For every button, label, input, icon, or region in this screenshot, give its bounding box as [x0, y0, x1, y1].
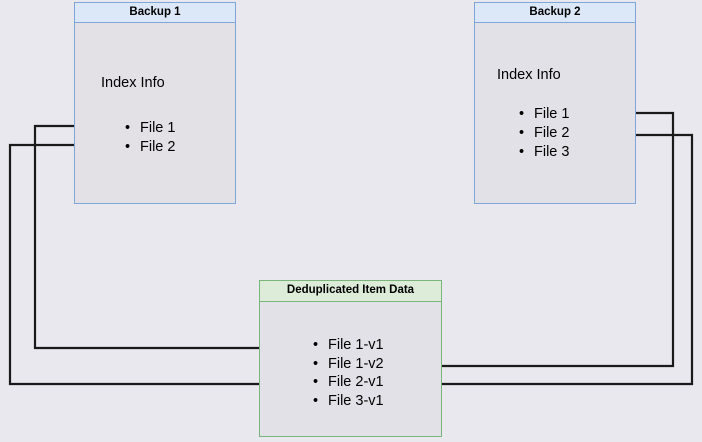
- node-dedup-file-list: File 1-v1 File 1-v2 File 2-v1 File 3-v1: [313, 336, 384, 410]
- node-backup1[interactable]: Backup 1 Index Info File 1 File 2: [74, 2, 236, 204]
- node-backup2-header: Backup 2: [475, 3, 635, 23]
- list-item: File 1-v1: [313, 336, 384, 355]
- node-deduplicated-item-data[interactable]: Deduplicated Item Data File 1-v1 File 1-…: [259, 280, 442, 437]
- node-backup1-file-list: File 1 File 2: [125, 119, 175, 157]
- node-backup2-caption: Index Info: [497, 67, 561, 83]
- list-item: File 2: [125, 138, 175, 157]
- list-item: File 1-v2: [313, 355, 384, 374]
- node-backup2[interactable]: Backup 2 Index Info File 1 File 2 File 3: [474, 2, 636, 204]
- node-backup1-caption: Index Info: [101, 75, 165, 91]
- list-item: File 2: [519, 124, 569, 143]
- node-backup1-body: Index Info File 1 File 2: [75, 23, 235, 201]
- list-item: File 1: [125, 119, 175, 138]
- list-item: File 1: [519, 105, 569, 124]
- node-dedup-header: Deduplicated Item Data: [260, 281, 441, 302]
- node-backup2-body: Index Info File 1 File 2 File 3: [475, 23, 635, 201]
- list-item: File 3-v1: [313, 392, 384, 411]
- node-backup2-file-list: File 1 File 2 File 3: [519, 105, 569, 162]
- node-dedup-body: File 1-v1 File 1-v2 File 2-v1 File 3-v1: [260, 302, 441, 434]
- list-item: File 2-v1: [313, 373, 384, 392]
- list-item: File 3: [519, 143, 569, 162]
- node-backup1-header: Backup 1: [75, 3, 235, 23]
